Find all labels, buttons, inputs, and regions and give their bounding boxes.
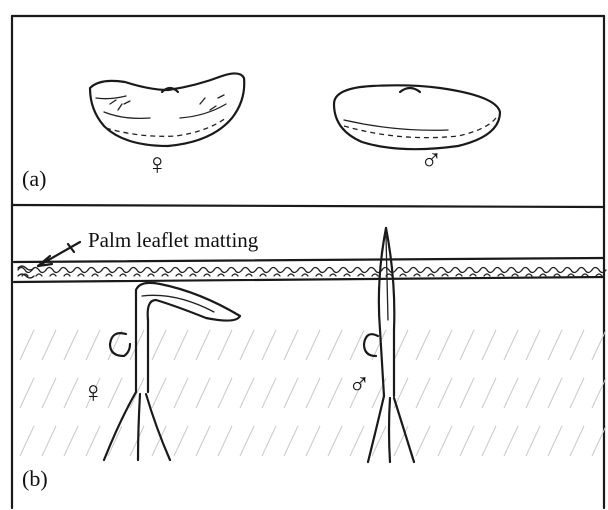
female-seedling xyxy=(104,283,240,460)
panel-a-label: (a) xyxy=(22,166,46,192)
panel-b-label: (b) xyxy=(22,466,48,492)
male-seedling xyxy=(364,228,414,462)
soil-area xyxy=(20,330,606,456)
male-symbol-icon: ♂ xyxy=(348,368,371,402)
female-symbol-icon: ♀ xyxy=(146,148,169,182)
female-seed-a xyxy=(90,73,244,146)
male-symbol-icon: ♂ xyxy=(420,144,443,178)
male-seed-a xyxy=(334,85,500,149)
matting-label: Palm leaflet matting xyxy=(88,228,258,253)
female-symbol-icon: ♀ xyxy=(82,376,105,410)
palm-leaflet-matting xyxy=(14,258,606,282)
panel-divider xyxy=(12,205,604,207)
